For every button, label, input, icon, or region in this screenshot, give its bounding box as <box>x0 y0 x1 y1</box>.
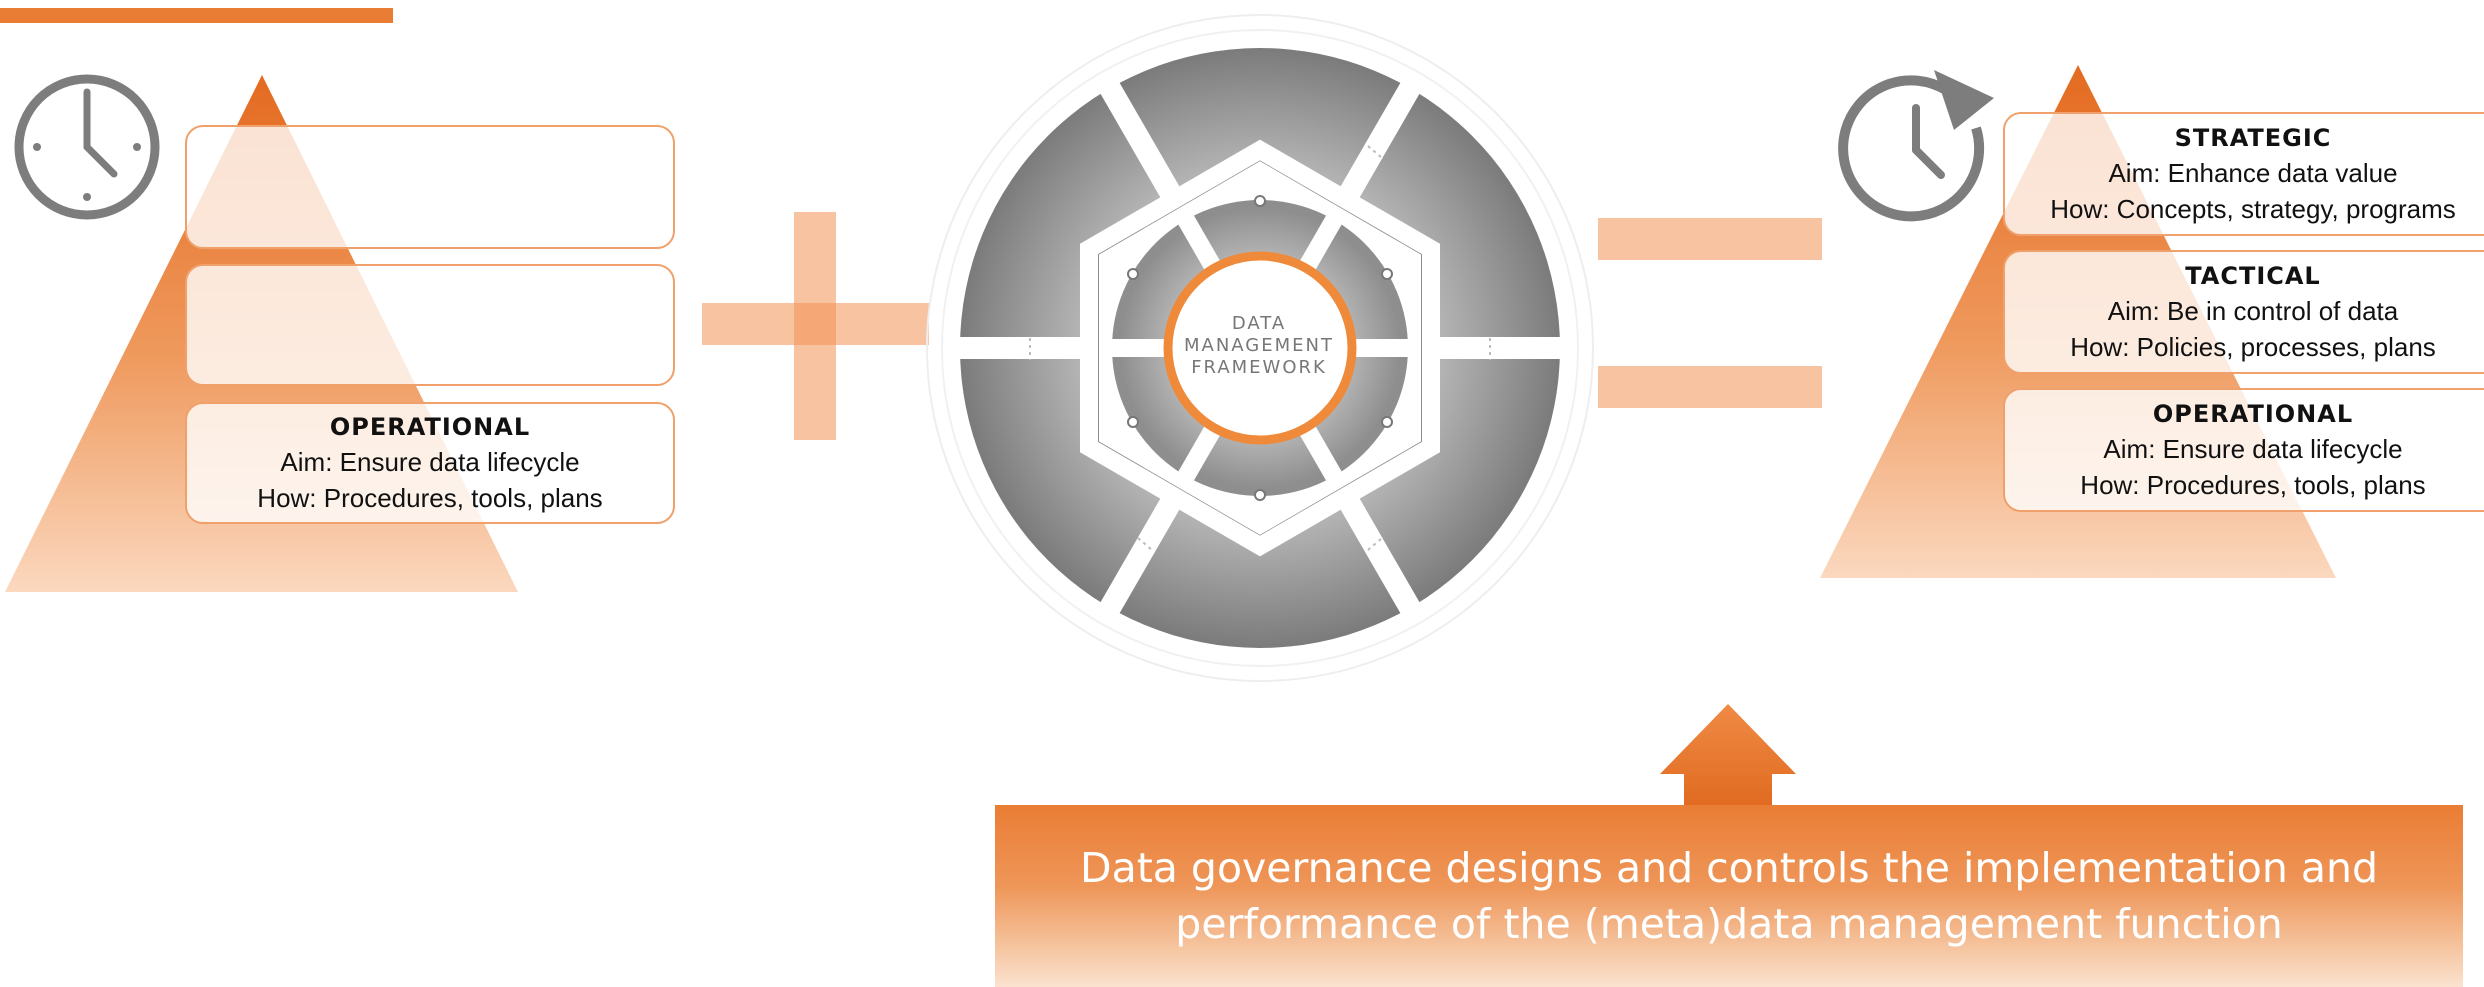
clock-icon <box>14 74 160 220</box>
box-title: STRATEGIC <box>2174 124 2332 152</box>
banner-line-1: Data governance designs and controls the… <box>1080 844 2378 892</box>
box-aim: Aim: Ensure data lifecycle <box>2103 434 2403 464</box>
right-box-operational: OPERATIONAL Aim: Ensure data lifecycle H… <box>2003 388 2484 512</box>
left-box-2 <box>185 264 675 386</box>
box-title: OPERATIONAL <box>2152 400 2354 428</box>
plus-horizontal-bar <box>702 303 929 345</box>
box-how: How: Concepts, strategy, programs <box>2050 194 2456 224</box>
left-box-1 <box>185 125 675 249</box>
center-label-line-1: DATA <box>1231 313 1287 334</box>
box-title: OPERATIONAL <box>329 413 531 441</box>
box-aim: Aim: Be in control of data <box>2107 296 2399 326</box>
right-box-strategic: STRATEGIC Aim: Enhance data value How: C… <box>2003 112 2484 236</box>
plus-icon <box>702 212 929 440</box>
box-how: How: Procedures, tools, plans <box>257 483 603 513</box>
equals-icon <box>1598 218 1822 410</box>
up-arrow-icon <box>1660 704 1796 808</box>
box-how: How: Policies, processes, plans <box>2070 332 2436 362</box>
box-aim: Aim: Enhance data value <box>2108 158 2398 188</box>
equals-top-bar <box>1598 218 1822 260</box>
left-box-operational: OPERATIONAL Aim: Ensure data lifecycle H… <box>185 402 675 524</box>
top-accent-line <box>0 8 393 23</box>
center-label-line-3: FRAMEWORK <box>1191 357 1327 378</box>
equals-bottom-bar <box>1598 366 1822 408</box>
right-box-tactical: TACTICAL Aim: Be in control of data How:… <box>2003 250 2484 374</box>
clock-refresh-icon <box>1838 70 1994 222</box>
box-how: How: Procedures, tools, plans <box>2080 470 2426 500</box>
box-title: TACTICAL <box>2185 262 2321 290</box>
banner-line-2: performance of the (meta)data management… <box>1175 900 2283 948</box>
governance-banner: Data governance designs and controls the… <box>995 805 2463 987</box>
center-label: DATA MANAGEMENT FRAMEWORK <box>1166 253 1352 439</box>
center-label-line-2: MANAGEMENT <box>1184 335 1334 356</box>
box-aim: Aim: Ensure data lifecycle <box>280 447 580 477</box>
data-management-wheel <box>926 14 1594 682</box>
